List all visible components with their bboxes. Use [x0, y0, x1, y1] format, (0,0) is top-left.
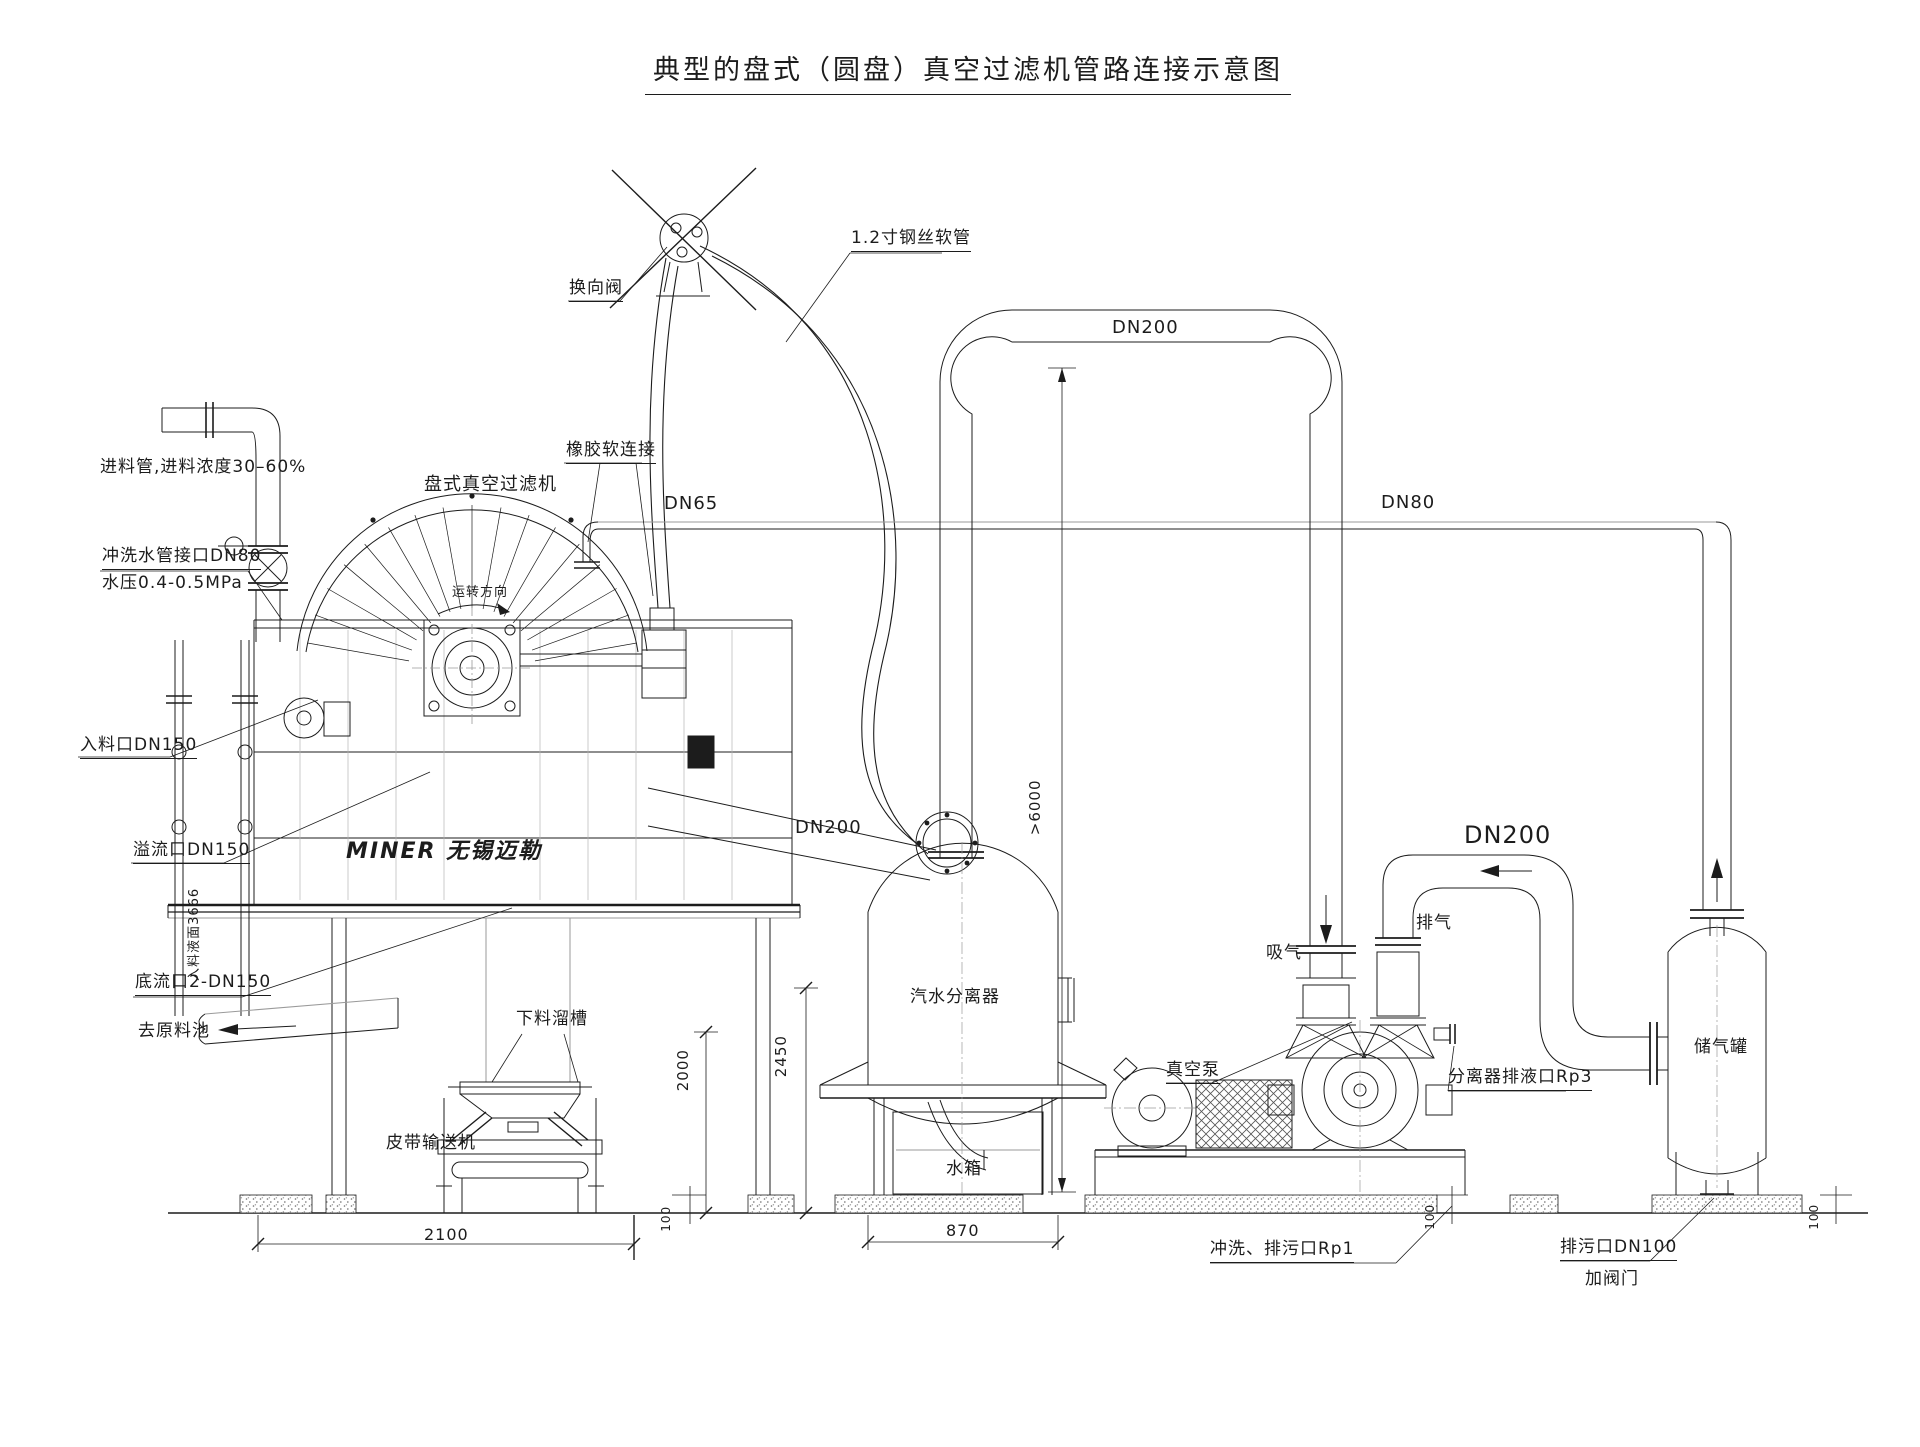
pump-body: [1267, 1020, 1453, 1200]
miner-logo: MINER 无锡迈勒: [346, 839, 543, 864]
dim-870: 870: [946, 1221, 980, 1240]
butterfly-valve: [248, 545, 288, 591]
overflow-port-label: 溢流口DN150: [133, 840, 251, 864]
feed-pipe-label: 进料管,进料浓度30–60%: [100, 457, 307, 477]
rp3-drain-stub: [1433, 1027, 1451, 1041]
agitator-drive: [283, 697, 351, 739]
separator-inlet-pipes: [647, 787, 937, 881]
dim-2000: 2000: [673, 1049, 692, 1092]
dn200-mid-label: DN200: [795, 817, 862, 838]
rotation-label: 运转方向: [452, 585, 509, 600]
rubber-joint-label: 橡胶软连接: [566, 440, 656, 464]
feed-level-dim: 入料液面3666: [187, 887, 203, 981]
flow-arrow-left: [1480, 865, 1499, 877]
suction-label: 吸气: [1266, 943, 1302, 963]
foundation-blocks: [239, 1194, 1803, 1214]
dim-gt6000-line: [1048, 367, 1076, 1193]
support-legs: [331, 918, 771, 1195]
reversing-valve-label: 换向阀: [569, 278, 623, 302]
steel-wire-hoses: [649, 245, 929, 855]
dim-100-b: 100: [1423, 1203, 1438, 1230]
dn80-label: DN80: [1381, 492, 1436, 513]
flow-arrow-up: [1711, 858, 1723, 878]
inlet-overflow-pipes: [166, 640, 258, 1016]
dimensions: [251, 981, 1852, 1260]
chute-label: 下料溜槽: [516, 1009, 588, 1029]
feed-pipe: [161, 402, 288, 642]
water-tank-label: 水箱: [946, 1159, 982, 1179]
dim-100-c: 100: [1807, 1203, 1822, 1230]
separator-drain-label: 分离器排液口Rp3: [1448, 1067, 1593, 1091]
belt-conveyor: [436, 1098, 604, 1213]
filter-trough: [253, 619, 793, 905]
dim-100-a: 100: [659, 1205, 674, 1232]
gas-storage-tank: [1667, 909, 1767, 1195]
tank-bottom-drain: [1700, 1180, 1734, 1195]
inlet-port-label: 入料口DN150: [80, 735, 198, 759]
dim-gt6000: >6000: [1025, 779, 1044, 836]
coupling-guard: [1195, 1079, 1293, 1149]
exhaust-stack: [1361, 885, 1456, 1059]
dim-100-ticks: [672, 1186, 1852, 1224]
gas-water-separator: [819, 811, 1107, 1195]
valve-head: [520, 607, 715, 769]
filter-disc: [296, 493, 648, 662]
separator-label: 汽水分离器: [910, 987, 1000, 1007]
gas-tank-label: 储气罐: [1694, 1037, 1748, 1057]
flow-arrow-to-pool: [218, 1024, 238, 1035]
underflow-port-label: 底流口2-DN150: [135, 972, 272, 996]
dn65-label: DN65: [664, 493, 719, 514]
flow-arrow-down: [1320, 925, 1332, 944]
conveyor-label: 皮带输送机: [386, 1133, 476, 1153]
chute-and-conveyor: [436, 918, 604, 1213]
dn200-overhead-pipe: [928, 309, 1343, 946]
exhaust-label: 排气: [1416, 913, 1452, 933]
separator-inlet-flange: [922, 818, 972, 868]
to-raw-pool-label: 去原料池: [138, 1021, 210, 1041]
pump-motor: [1104, 1057, 1200, 1157]
ground-line: [168, 1194, 1868, 1214]
water-tank: [892, 1099, 1044, 1195]
leader-lines: [78, 246, 1715, 1264]
flush-drain-label: 冲洗、排污口Rp1: [1210, 1239, 1355, 1263]
drive-motor: [687, 735, 715, 769]
drain-port-label: 排污口DN100: [1560, 1237, 1678, 1261]
dim-2450: 2450: [771, 1035, 790, 1078]
disc-filter-label: 盘式真空过滤机: [424, 474, 557, 495]
reversing-valve: [609, 167, 757, 311]
hose-label: 1.2寸钢丝软管: [851, 228, 972, 252]
dn200-top-label: DN200: [1112, 317, 1179, 338]
vacuum-pump-label: 真空泵: [1166, 1060, 1220, 1084]
wash-port-label: 冲洗水管接口DN80: [102, 546, 262, 570]
disc-filter: [161, 402, 801, 1195]
dn200-exhaust-pipe: [1382, 854, 1668, 1085]
drawing-title: 典型的盘式（圆盘）真空过滤机管路连接示意图: [645, 48, 1291, 95]
dn65-dn80-pipe: [574, 521, 1732, 910]
disc-hub: [412, 606, 532, 726]
dim-2100: 2100: [424, 1225, 469, 1244]
dn200-right-label: DN200: [1464, 821, 1552, 849]
platform: [167, 903, 801, 919]
vacuum-pump-set: [1094, 885, 1466, 1200]
underflow-pipe: [198, 997, 399, 1045]
wash-pressure-label: 水压0.4-0.5MPa: [102, 573, 243, 593]
add-valve-label: 加阀门: [1585, 1269, 1639, 1289]
